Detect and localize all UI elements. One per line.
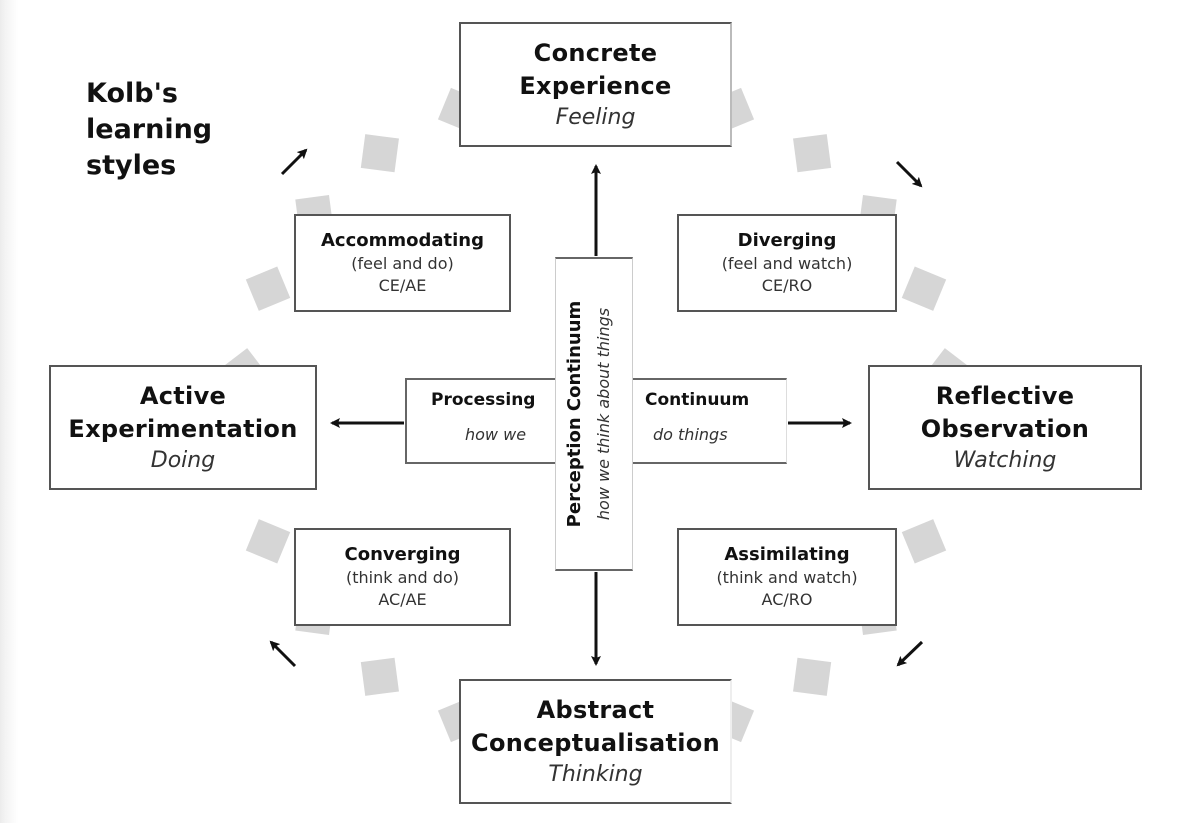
- style-description: (think and do): [346, 568, 459, 587]
- processing-continuum-left: Processing how we: [405, 378, 557, 464]
- style-assimilating: Assimilating (think and watch) AC/RO: [677, 528, 897, 626]
- style-title: Assimilating: [724, 544, 850, 565]
- style-title: Converging: [344, 544, 461, 565]
- style-diverging: Diverging (feel and watch) CE/RO: [677, 214, 897, 312]
- stage-abstract-conceptualisation: Abstract Conceptualisation Thinking: [459, 679, 732, 804]
- cycle-marker: [245, 519, 291, 564]
- stage-active-experimentation: Active Experimentation Doing: [49, 365, 317, 490]
- title-line: Kolb's: [86, 78, 178, 109]
- cycle-marker: [901, 519, 947, 564]
- style-description: (feel and watch): [721, 254, 853, 273]
- stage-title: Concrete: [533, 38, 658, 67]
- diagram-title: Kolb's learning styles: [86, 76, 212, 184]
- cycle-marker: [360, 657, 399, 696]
- stage-title: Observation: [920, 414, 1090, 443]
- style-converging: Converging (think and do) AC/AE: [294, 528, 511, 626]
- cycle-marker: [360, 134, 399, 173]
- style-accommodating: Accommodating (feel and do) CE/AE: [294, 214, 511, 312]
- cycle-marker: [793, 134, 832, 173]
- stage-subtitle: Thinking: [548, 761, 643, 787]
- title-line: learning: [86, 114, 213, 145]
- processing-sub: do things: [653, 425, 728, 444]
- style-title: Accommodating: [320, 230, 485, 251]
- style-title: Diverging: [737, 230, 837, 251]
- processing-label: Processing: [431, 390, 536, 410]
- stage-title: Experience: [519, 71, 672, 100]
- stage-subtitle: Feeling: [555, 104, 636, 130]
- stage-title: Reflective: [935, 381, 1075, 410]
- stage-title: Abstract: [536, 695, 655, 724]
- style-description: (feel and do): [351, 254, 454, 273]
- cycle-marker: [901, 266, 947, 311]
- perception-label: Perception Continuum: [564, 300, 585, 528]
- perception-sub: how we think about things: [594, 307, 613, 521]
- style-code: CE/AE: [378, 276, 427, 295]
- perception-continuum: Perception Continuum how we think about …: [555, 257, 633, 571]
- style-code: AC/RO: [761, 590, 813, 609]
- processing-sub: how we: [465, 425, 527, 444]
- page-edge-strip: [0, 0, 18, 823]
- stage-title: Conceptualisation: [471, 728, 720, 757]
- stage-concrete-experience: Concrete Experience Feeling: [459, 22, 732, 147]
- style-code: CE/RO: [761, 276, 813, 295]
- processing-continuum-right: Continuum do things: [631, 378, 787, 464]
- style-code: AC/AE: [378, 590, 427, 609]
- stage-reflective-observation: Reflective Observation Watching: [868, 365, 1142, 490]
- cycle-marker: [793, 657, 832, 696]
- continuum-label: Continuum: [645, 390, 750, 410]
- stage-subtitle: Doing: [150, 447, 216, 473]
- title-line: styles: [86, 150, 177, 181]
- stage-title: Active: [139, 381, 227, 410]
- cycle-marker: [245, 266, 291, 311]
- stage-title: Experimentation: [68, 414, 298, 443]
- stage-subtitle: Watching: [953, 447, 1057, 473]
- style-description: (think and watch): [716, 568, 858, 587]
